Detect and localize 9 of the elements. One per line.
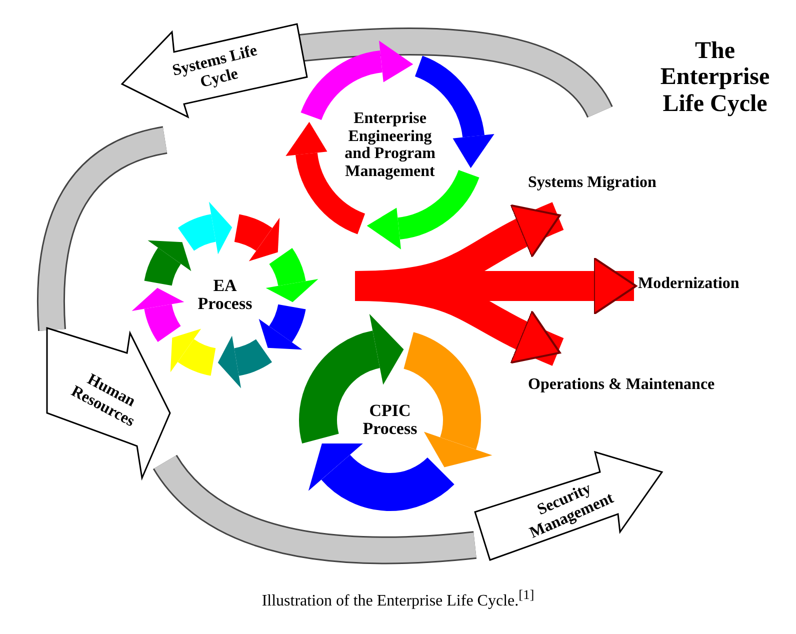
cycle-label: Enterprise Engineering and Program Management — [344, 110, 436, 180]
outcome-label: Operations & Maintenance — [528, 376, 716, 394]
outcome-label: Modernization — [638, 275, 740, 293]
cycle-label: EA Process — [196, 276, 254, 314]
cycle-label: CPIC Process — [362, 402, 418, 439]
outcome-label: Systems Migration — [528, 174, 658, 192]
arrow-label: Systems Life Cycle — [170, 42, 260, 93]
diagram-title: The Enterprise Life Cycle — [659, 38, 771, 118]
figure-caption: Illustration of the Enterprise Life Cycle.$^{[1]}$ — [260, 588, 536, 610]
